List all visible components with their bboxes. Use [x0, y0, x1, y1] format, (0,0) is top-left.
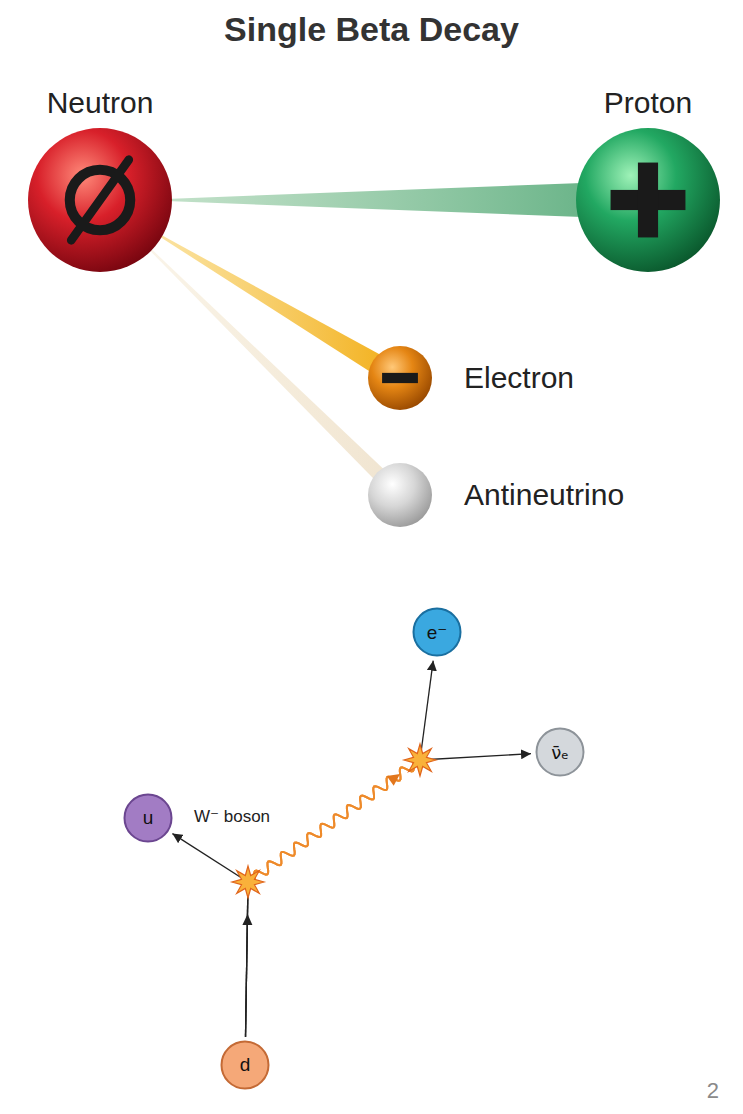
vertex-star [404, 744, 436, 776]
minus-symbol [382, 373, 418, 383]
circle-shape [368, 346, 432, 410]
sphere-body [576, 128, 720, 272]
vertex-star [232, 866, 264, 898]
particle-name: Antineutrino [464, 478, 624, 512]
circle-body [414, 609, 461, 656]
circle-body [537, 729, 584, 776]
quark-circle: u [123, 793, 173, 843]
particle-name: Neutron [47, 86, 154, 120]
lepton-circle: e⁻ [412, 607, 462, 657]
connector [156, 233, 382, 373]
decay-wedge [146, 246, 386, 482]
boson-wave [248, 758, 420, 884]
sphere-body [28, 128, 172, 272]
quark-circle: d [220, 1040, 270, 1090]
sphere-body [368, 346, 432, 410]
connector-line [172, 834, 248, 882]
decay-wedge [166, 183, 582, 217]
particle-symbol: d [240, 1054, 251, 1076]
null-symbol [71, 160, 129, 241]
particle-symbol: e⁻ [427, 621, 448, 644]
connector-line [420, 661, 433, 760]
particle-name: Proton [604, 86, 692, 120]
circle-shape [368, 463, 432, 527]
electron-sphere: Electron [368, 346, 432, 410]
edge-group [146, 183, 582, 1037]
antineutrino-sphere: Antineutrino [368, 463, 432, 527]
lepton-circle: ν̄ₑ [535, 727, 585, 777]
connector [146, 246, 386, 482]
arrow-head [242, 914, 252, 925]
page-number: 2 [707, 1078, 719, 1104]
particle-symbol: u [143, 807, 154, 829]
vertex-star [404, 744, 436, 776]
connector [246, 661, 434, 1037]
connector [172, 834, 248, 1037]
connector-line [246, 882, 249, 1037]
vertex-star [232, 866, 264, 898]
sphere-body [368, 463, 432, 527]
circle-shape [576, 128, 720, 272]
circle-body [222, 1042, 269, 1089]
connector-line [246, 882, 249, 1037]
connector-line [246, 882, 249, 1037]
particle-name: Electron [464, 361, 574, 395]
boson-wave [248, 758, 420, 884]
arrow-head [387, 769, 404, 786]
proton-sphere: Proton [576, 128, 720, 272]
decay-wedge [156, 233, 382, 373]
diagram-title: Single Beta Decay [0, 10, 743, 49]
connector [246, 754, 532, 1037]
circle-shape [28, 128, 172, 272]
connector [166, 183, 582, 217]
circle-body [125, 795, 172, 842]
particle-symbol: ν̄ₑ [551, 742, 569, 763]
plus-symbol [638, 163, 658, 238]
connector-line [420, 754, 531, 760]
boson-label: W⁻ boson [192, 806, 272, 827]
neutron-sphere: Neutron [28, 128, 172, 272]
